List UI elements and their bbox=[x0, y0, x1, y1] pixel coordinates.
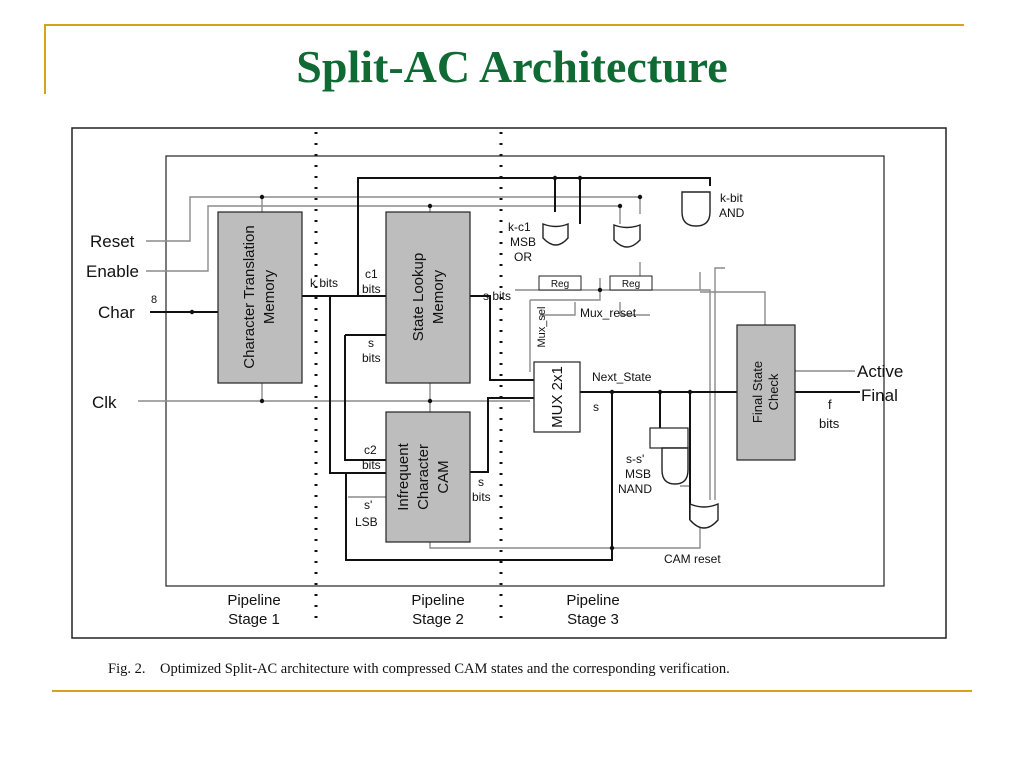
stage-2-label-1: Pipeline bbox=[411, 592, 464, 609]
figure-caption: Fig. 2. Optimized Split-AC architecture … bbox=[108, 661, 730, 677]
k-bit-label-2: AND bbox=[719, 206, 745, 220]
k-c1-label-2: MSB bbox=[510, 235, 536, 249]
c1-bits-label: bits bbox=[362, 282, 381, 296]
char-width-label: 8 bbox=[151, 294, 157, 306]
k-bit-and-gate bbox=[681, 191, 711, 227]
s-s-msb-nand-gate bbox=[661, 447, 689, 485]
stage-1-label-2: Stage 1 bbox=[228, 611, 280, 628]
bottom-rule bbox=[52, 690, 972, 692]
f-label: f bbox=[828, 397, 832, 412]
feedback-or-gate bbox=[613, 223, 641, 248]
f-bits-label: bits bbox=[819, 416, 840, 431]
nand-input-latch bbox=[649, 427, 689, 449]
reg-1-label: Reg bbox=[551, 279, 569, 290]
cam-s-bits-label: bits bbox=[472, 490, 491, 504]
ctm-label-1: Character Translation bbox=[241, 225, 258, 368]
chip-boundary bbox=[165, 155, 885, 587]
final-state-check bbox=[736, 324, 796, 461]
fsc-label-1: Final State bbox=[750, 361, 765, 423]
mux-s-label: s bbox=[593, 400, 599, 414]
stage-3-label-1: Pipeline bbox=[566, 592, 619, 609]
mux-sel-label: Mux_sel bbox=[536, 307, 548, 348]
cam-s-label: s bbox=[478, 475, 484, 489]
mux-reset-label: Mux_reset bbox=[580, 306, 637, 320]
register-2 bbox=[609, 275, 653, 291]
left-accent-bar bbox=[44, 24, 46, 94]
k-bits-label: k bits bbox=[310, 276, 338, 290]
top-rule bbox=[44, 24, 964, 26]
s-prime-label: s' bbox=[364, 498, 372, 512]
stage-3-label-2: Stage 3 bbox=[567, 611, 619, 628]
slide-title: Split-AC Architecture bbox=[296, 41, 728, 92]
char-label: Char bbox=[98, 303, 135, 322]
s-bits-right-label: s bits bbox=[483, 289, 511, 303]
slm-label-2: Memory bbox=[430, 269, 447, 324]
lsb-label: LSB bbox=[355, 515, 378, 529]
ss-label-1: s-s' bbox=[626, 452, 644, 466]
character-translation-memory bbox=[217, 211, 303, 384]
enable-label: Enable bbox=[86, 262, 139, 281]
active-label: Active bbox=[857, 362, 903, 381]
k-c1-msb-or-gate bbox=[542, 222, 569, 246]
ctm-label-2: Memory bbox=[261, 269, 278, 324]
icc-label-2: Character bbox=[415, 444, 432, 510]
k-bit-label-1: k-bit bbox=[720, 191, 743, 205]
cam-reset-label: CAM reset bbox=[664, 552, 721, 566]
mux-2x1 bbox=[533, 361, 581, 433]
icc-label-1: Infrequent bbox=[395, 442, 412, 510]
cam-reset-or-gate bbox=[689, 502, 719, 529]
icc-label-3: CAM bbox=[435, 460, 452, 493]
register-1 bbox=[538, 275, 582, 291]
k-c1-label-3: OR bbox=[514, 250, 532, 264]
mux-label: MUX 2x1 bbox=[549, 366, 566, 428]
ss-label-3: NAND bbox=[618, 482, 652, 496]
clk-label: Clk bbox=[92, 393, 117, 412]
fsc-label-2: Check bbox=[766, 373, 781, 410]
stage-2-label-2: Stage 2 bbox=[412, 611, 464, 628]
c2-bits-label: bits bbox=[362, 458, 381, 472]
data-paths bbox=[150, 177, 860, 561]
state-lookup-memory bbox=[385, 211, 471, 384]
s-bits-label: bits bbox=[362, 351, 381, 365]
junction-dots bbox=[189, 175, 693, 551]
ss-label-2: MSB bbox=[625, 467, 651, 481]
reg-2-label: Reg bbox=[622, 279, 640, 290]
final-label: Final bbox=[861, 386, 898, 405]
c2-label: c2 bbox=[364, 443, 377, 457]
stage-1-label-1: Pipeline bbox=[227, 592, 280, 609]
figure-frame bbox=[71, 127, 947, 639]
s-label: s bbox=[368, 336, 374, 350]
c1-label: c1 bbox=[365, 267, 378, 281]
k-c1-label-1: k-c1 bbox=[508, 220, 531, 234]
next-state-label: Next_State bbox=[592, 370, 652, 384]
reset-label: Reset bbox=[90, 232, 135, 251]
slm-label-1: State Lookup bbox=[410, 253, 427, 341]
infrequent-character-cam bbox=[385, 411, 471, 543]
